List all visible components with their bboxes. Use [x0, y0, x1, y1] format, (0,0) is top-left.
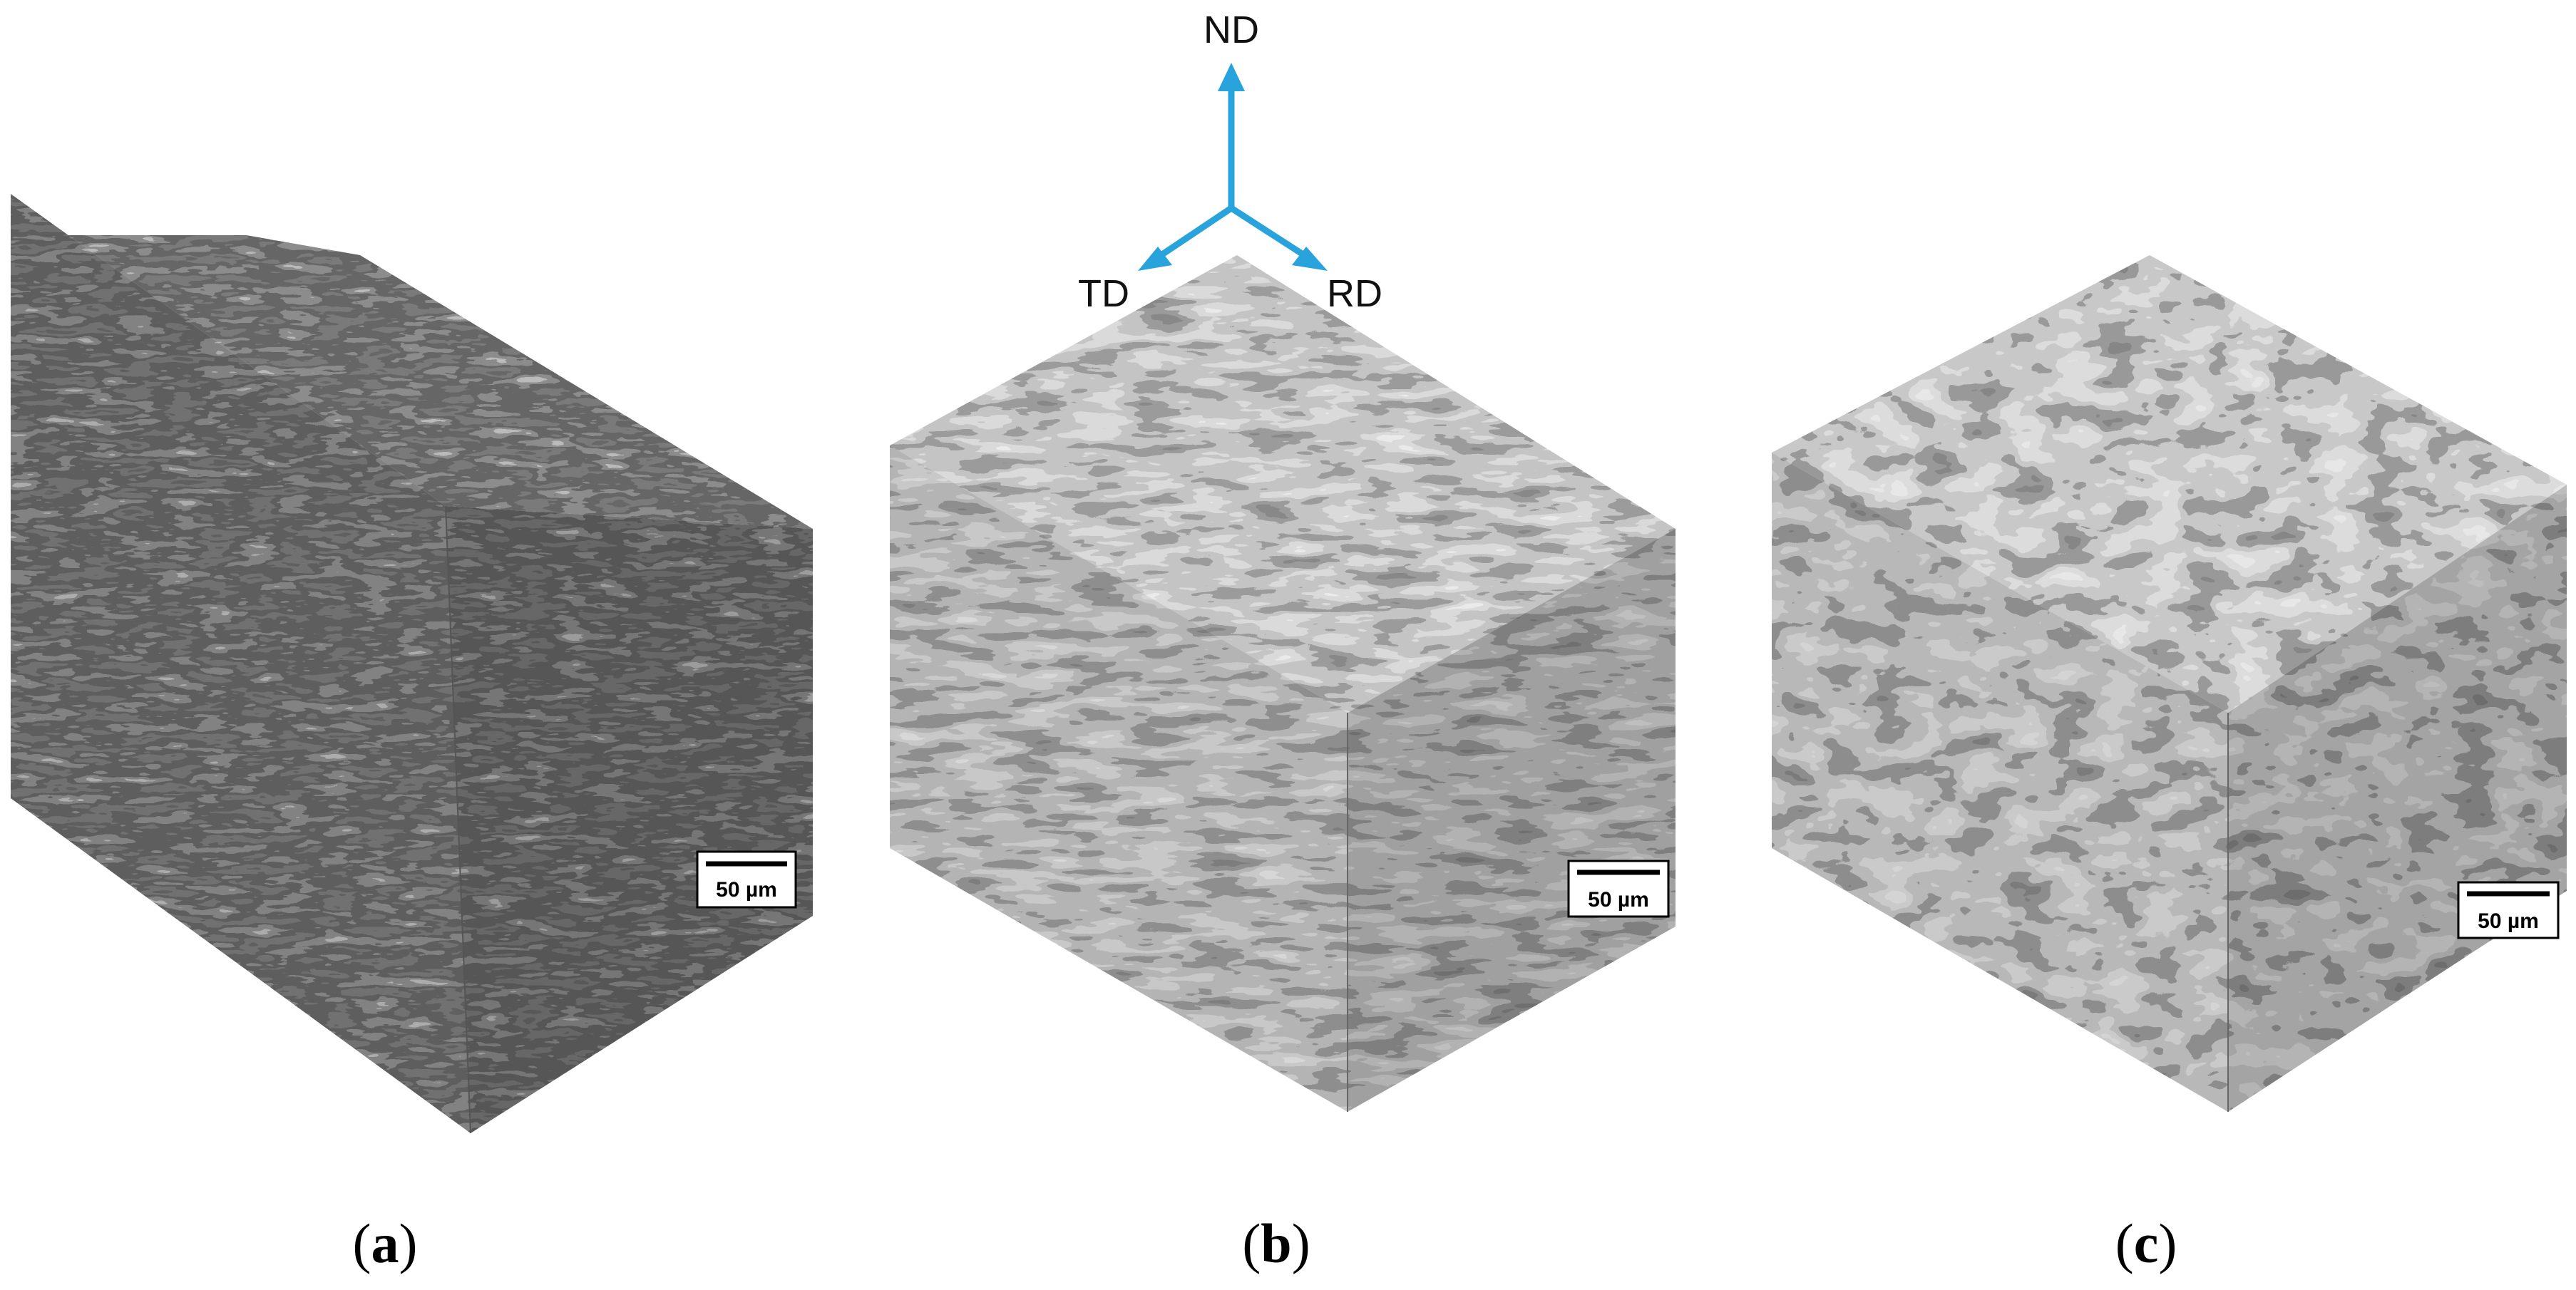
rd-arrow-head [1292, 247, 1328, 271]
nd-arrow-head [1218, 63, 1245, 91]
panel-b-cube: 50 µm [890, 255, 1676, 1112]
panel-c-caption: (c) [2115, 1212, 2177, 1274]
td-axis-arrow [1151, 205, 1233, 263]
panel-a-caption: (a) [352, 1212, 418, 1274]
panel-b-scale-label: 50 µm [1588, 888, 1649, 912]
nd-axis-label: ND [1204, 9, 1259, 51]
axis-triad: ND TD RD [1078, 9, 1382, 315]
panel-c-letter: c [2133, 1212, 2159, 1274]
panel-b-caption: (b) [1242, 1212, 1310, 1274]
rd-axis-arrow [1229, 205, 1314, 263]
td-arrow-head [1138, 247, 1172, 271]
panel-a-scale-bar: 50 µm [696, 850, 797, 909]
panel-c-scale-label: 50 µm [2478, 909, 2539, 933]
panel-a-cube: 50 µm [11, 194, 813, 1134]
panel-c-scale-bar: 50 µm [2457, 881, 2560, 939]
rd-axis-label: RD [1327, 272, 1382, 315]
panel-b-scale-bar: 50 µm [1567, 860, 1670, 918]
td-axis-label: TD [1078, 272, 1129, 315]
panel-a-letter: a [371, 1212, 399, 1274]
panel-c-cube: 50 µm [1772, 255, 2567, 1112]
panel-b-letter: b [1261, 1212, 1292, 1274]
panel-a-scale-label: 50 µm [716, 878, 777, 902]
